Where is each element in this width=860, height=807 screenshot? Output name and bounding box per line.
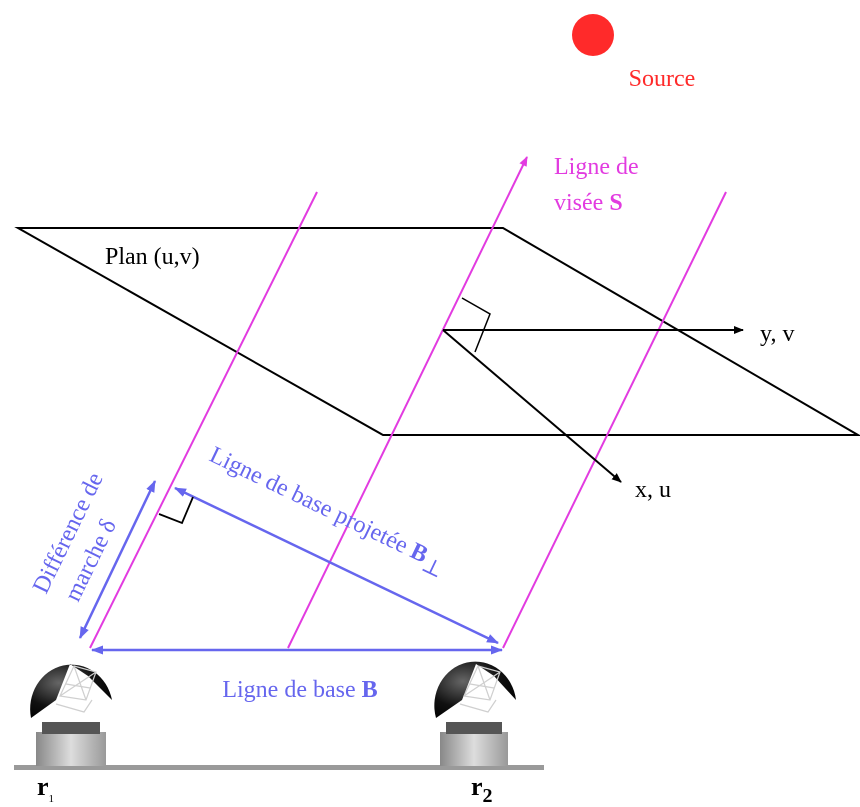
antenna-2-dome — [434, 661, 516, 718]
line-of-sight-symbol: S — [609, 190, 622, 216]
antenna-2-subscript: 2 — [483, 785, 493, 807]
line-of-sight-word: visée — [554, 190, 603, 216]
line-of-sight-right — [502, 191, 727, 649]
antenna-1-label: r1 — [37, 772, 54, 805]
antenna-1-subscript: 1 — [49, 793, 55, 805]
antenna-1-dish — [55, 665, 97, 713]
antenna-1-symbol: r — [37, 772, 49, 801]
right-angle-marker-baseline — [158, 496, 194, 525]
line-of-sight-label-1: Ligne de — [554, 154, 639, 180]
line-of-sight-label-2: visée S — [554, 190, 623, 216]
baseline-symbol: B — [362, 677, 378, 703]
uv-plane-label: Plan (u,v) — [105, 244, 200, 270]
antenna-2-label: r2 — [471, 772, 493, 807]
baseline-text: Ligne de base — [222, 677, 355, 703]
right-angle-marker-axes — [461, 297, 491, 353]
x-axis-arrow — [442, 329, 622, 483]
ground-line — [14, 765, 544, 770]
antenna-1: r1 — [30, 664, 113, 805]
antenna-1-dome — [30, 664, 113, 718]
source-label: Source — [629, 66, 696, 92]
source-dot — [572, 14, 614, 56]
baseline-label: Ligne de base B — [222, 677, 377, 703]
antenna-2-symbol: r — [471, 772, 483, 801]
uv-plane — [14, 227, 860, 436]
antenna-2: r2 — [434, 661, 516, 807]
antenna-2-pier — [440, 732, 508, 766]
x-axis-label: x, u — [635, 477, 671, 503]
path-difference-arrow — [78, 480, 157, 639]
antenna-1-pier — [36, 732, 106, 766]
y-axis-label: y, v — [760, 321, 794, 347]
antenna-2-dish — [459, 665, 501, 713]
projected-baseline-text: Ligne de base projetée — [205, 442, 412, 559]
projected-baseline-arrow — [174, 486, 499, 645]
